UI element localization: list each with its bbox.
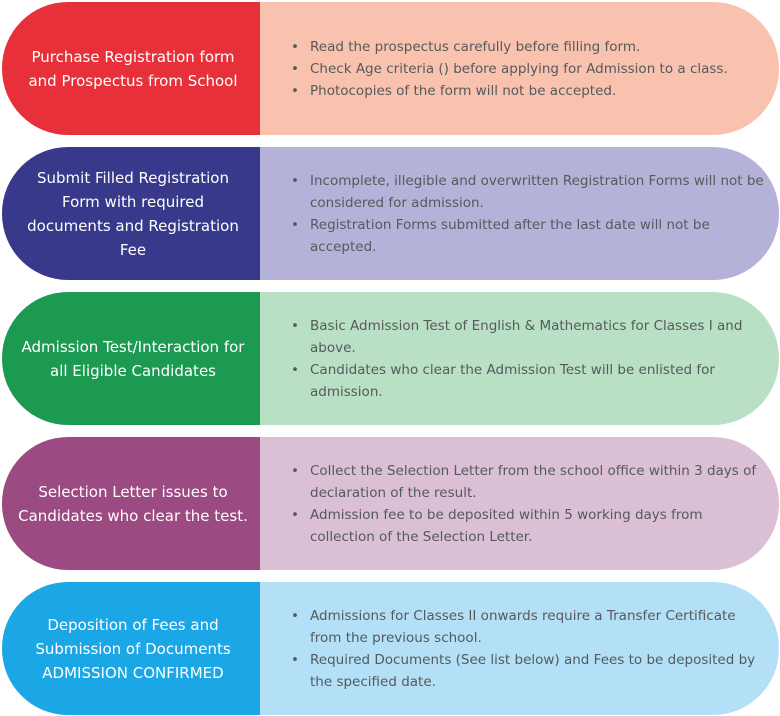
notes-list: Basic Admission Test of English & Mathem… (260, 315, 771, 403)
step-title: Submit Filled Registration Form with req… (2, 147, 260, 280)
note-item: Candidates who clear the Admission Test … (291, 359, 771, 403)
step-3: Admission Test/Interaction for all Eligi… (2, 292, 779, 425)
step-notes: Incomplete, illegible and overwritten Re… (260, 147, 779, 280)
note-item: Photocopies of the form will not be acce… (291, 80, 728, 102)
notes-list: Admissions for Classes II onwards requir… (260, 605, 771, 693)
step-title: Selection Letter issues to Candidates wh… (2, 437, 260, 570)
notes-list: Collect the Selection Letter from the sc… (260, 460, 771, 548)
note-item: Collect the Selection Letter from the sc… (291, 460, 771, 504)
notes-list: Incomplete, illegible and overwritten Re… (260, 170, 771, 258)
notes-list: Read the prospectus carefully before fil… (260, 36, 728, 102)
step-title: Purchase Registration form and Prospectu… (2, 2, 260, 135)
step-5: Deposition of Fees and Submission of Doc… (2, 582, 779, 715)
note-item: Admissions for Classes II onwards requir… (291, 605, 771, 649)
note-item: Required Documents (See list below) and … (291, 649, 771, 693)
step-notes: Read the prospectus carefully before fil… (260, 2, 779, 135)
step-1: Purchase Registration form and Prospectu… (2, 2, 779, 135)
step-notes: Collect the Selection Letter from the sc… (260, 437, 779, 570)
step-2: Submit Filled Registration Form with req… (2, 147, 779, 280)
step-title: Deposition of Fees and Submission of Doc… (2, 582, 260, 715)
note-item: Check Age criteria () before applying fo… (291, 58, 728, 80)
note-item: Basic Admission Test of English & Mathem… (291, 315, 771, 359)
step-4: Selection Letter issues to Candidates wh… (2, 437, 779, 570)
note-item: Registration Forms submitted after the l… (291, 214, 771, 258)
step-title: Admission Test/Interaction for all Eligi… (2, 292, 260, 425)
note-item: Incomplete, illegible and overwritten Re… (291, 170, 771, 214)
step-notes: Basic Admission Test of English & Mathem… (260, 292, 779, 425)
step-notes: Admissions for Classes II onwards requir… (260, 582, 779, 715)
note-item: Read the prospectus carefully before fil… (291, 36, 728, 58)
note-item: Admission fee to be deposited within 5 w… (291, 504, 771, 548)
